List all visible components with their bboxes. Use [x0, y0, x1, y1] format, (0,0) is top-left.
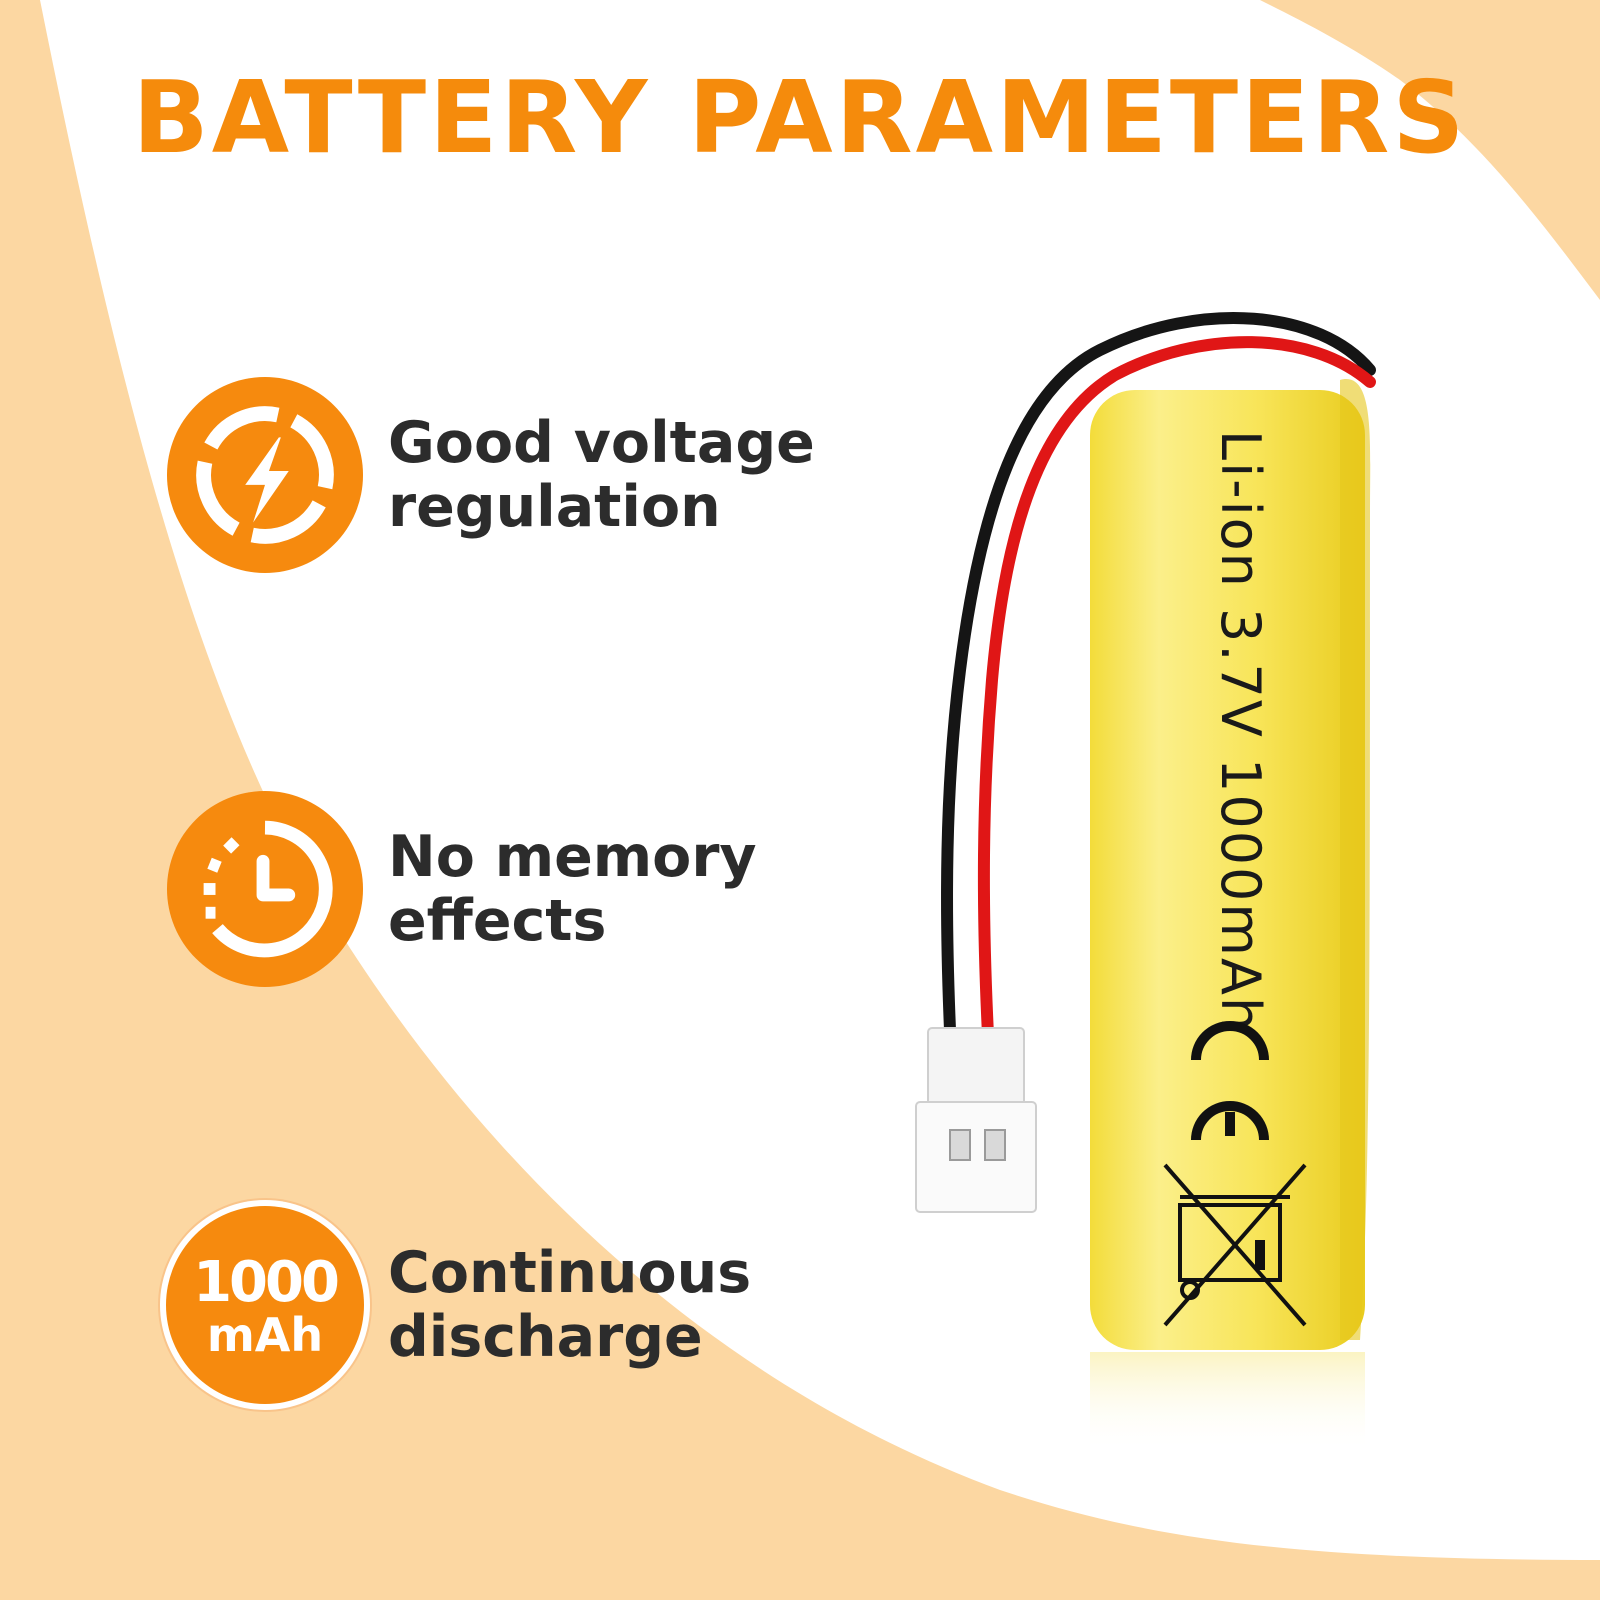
feature-text: No memory effects: [388, 825, 757, 953]
feature-line-1: Continuous: [388, 1240, 752, 1306]
feature-text: Continuous discharge: [388, 1241, 751, 1369]
battery-cell: [1090, 390, 1365, 1350]
feature-no-memory: No memory effects: [166, 790, 757, 988]
feature-line-2: discharge: [388, 1304, 703, 1370]
feature-line-1: Good voltage: [388, 410, 815, 476]
clock-icon: [166, 790, 364, 988]
feature-text: Good voltage regulation: [388, 411, 815, 539]
battery-label: Li-ion 3.7V 1000mAh: [1209, 430, 1272, 1033]
capacity-badge: 1000 mAh: [166, 1206, 364, 1404]
feature-line-2: effects: [388, 888, 607, 954]
capacity-unit: mAh: [206, 1308, 324, 1362]
crossed-out-bin-icon: [1163, 1163, 1307, 1327]
page-title: BATTERY PARAMETERS: [132, 59, 1468, 176]
capacity-number: 1000: [193, 1250, 340, 1315]
feature-continuous-discharge: 1000 mAh Continuous discharge: [166, 1206, 751, 1404]
connector: [915, 1027, 1037, 1213]
feature-line-1: No memory: [388, 824, 757, 890]
lightning-bolt-icon: [166, 376, 364, 574]
feature-line-2: regulation: [388, 474, 721, 540]
black-wire: [941, 312, 1376, 1036]
red-wire: [977, 336, 1376, 1041]
battery-product-image: Li-ion 3.7V 1000mAh: [915, 312, 1376, 1450]
feature-voltage-regulation: Good voltage regulation: [166, 376, 815, 574]
ce-mark: [1191, 1021, 1269, 1141]
